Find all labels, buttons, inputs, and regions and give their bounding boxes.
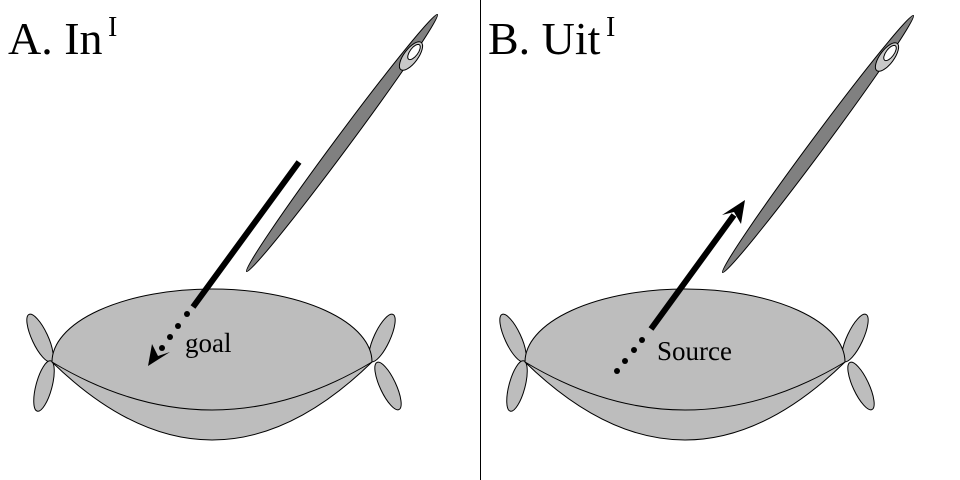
motion-line — [190, 160, 302, 309]
source-label: Source — [657, 336, 732, 366]
cushion — [26, 288, 402, 441]
panel-b: B. Uit I Source — [488, 12, 915, 441]
needle-body — [245, 13, 439, 273]
cushion-seam — [51, 361, 373, 411]
dot — [639, 337, 645, 343]
dotted-path — [159, 311, 190, 351]
panel-a: A. In I goal — [8, 12, 439, 441]
cushion-tie-bottom-left — [33, 360, 55, 412]
needle-eye — [407, 43, 421, 61]
cushion-body — [51, 288, 373, 441]
panel-b-superscript: I — [606, 12, 615, 43]
cushion-tie-bottom-right — [374, 361, 402, 411]
needle-body — [721, 14, 915, 274]
dot — [159, 345, 165, 351]
panel-a-title: A. In — [8, 13, 103, 64]
panel-a-superscript: I — [108, 12, 117, 43]
dot — [167, 334, 173, 340]
arrowhead-icon — [722, 200, 745, 224]
cushion-body — [524, 288, 846, 441]
cushion — [499, 288, 875, 441]
panel-b-title: B. Uit — [488, 13, 601, 64]
needle — [245, 13, 439, 273]
dot — [631, 347, 637, 353]
dot — [184, 311, 190, 317]
dot — [622, 358, 628, 364]
cushion-tie-bottom-right — [847, 361, 875, 411]
needle-eye — [883, 44, 897, 62]
dot — [175, 323, 181, 329]
needle — [721, 14, 915, 274]
cushion-seam — [524, 361, 846, 411]
goal-label: goal — [185, 328, 232, 358]
cushion-tie-bottom-left — [506, 360, 528, 412]
motion-line — [648, 213, 737, 331]
dot — [614, 368, 620, 374]
dotted-path — [614, 337, 645, 374]
arrowhead-icon — [148, 344, 170, 366]
